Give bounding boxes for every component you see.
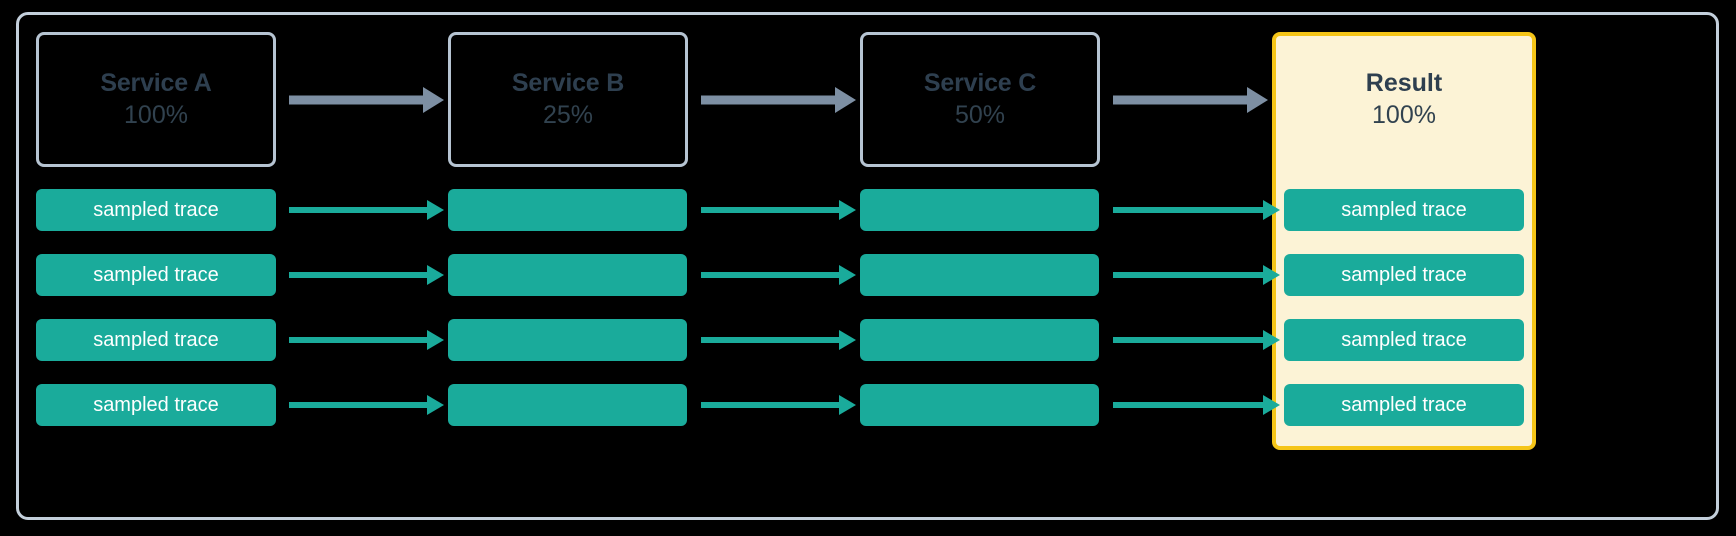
trace-bar-label: sampled trace: [93, 264, 219, 286]
arrow-head: [423, 87, 444, 113]
arrow-right-icon-row4-a-to-b: [289, 395, 444, 415]
trace-bar-row1-service-c[interactable]: [860, 189, 1099, 231]
arrow-head: [427, 395, 444, 415]
trace-bar-label: sampled trace: [1341, 394, 1467, 416]
stage-box-service-b[interactable]: Service B 25%: [448, 32, 688, 167]
outer-container-border: [16, 12, 1719, 520]
trace-bar-label: sampled trace: [1341, 329, 1467, 351]
trace-bar-row2-result[interactable]: sampled trace: [1284, 254, 1524, 296]
arrow-shaft: [1113, 402, 1263, 408]
result-title: Result: [1365, 69, 1443, 97]
arrow-shaft: [1113, 207, 1263, 213]
stage-box-service-a[interactable]: Service A 100%: [36, 32, 276, 167]
arrow-shaft: [701, 207, 839, 213]
arrow-shaft: [1113, 272, 1263, 278]
trace-bar-row4-service-c[interactable]: [860, 384, 1099, 426]
arrow-head: [1263, 395, 1280, 415]
arrow-right-icon-row1-b-to-c: [701, 200, 856, 220]
trace-bar-label: sampled trace: [93, 329, 219, 351]
trace-bar-label: sampled trace: [1341, 264, 1467, 286]
arrow-head: [427, 330, 444, 350]
arrow-shaft: [701, 272, 839, 278]
arrow-right-icon-row3-a-to-b: [289, 330, 444, 350]
arrow-shaft: [289, 402, 427, 408]
arrow-right-icon-row3-c-to-result: [1113, 330, 1280, 350]
arrow-right-icon-header-b-to-c: [701, 87, 856, 113]
trace-bar-row1-result[interactable]: sampled trace: [1284, 189, 1524, 231]
arrow-shaft: [701, 402, 839, 408]
result-percent: 100%: [1372, 100, 1436, 129]
trace-bar-row1-service-b[interactable]: [448, 189, 687, 231]
arrow-right-icon-row1-c-to-result: [1113, 200, 1280, 220]
arrow-shaft: [701, 337, 839, 343]
arrow-shaft: [289, 337, 427, 343]
trace-bar-row2-service-b[interactable]: [448, 254, 687, 296]
arrow-shaft: [1113, 337, 1263, 343]
arrow-head: [839, 395, 856, 415]
arrow-right-icon-header-c-to-result: [1113, 87, 1268, 113]
trace-bar-row3-service-c[interactable]: [860, 319, 1099, 361]
arrow-head: [835, 87, 856, 113]
trace-bar-row4-result[interactable]: sampled trace: [1284, 384, 1524, 426]
arrow-head: [839, 200, 856, 220]
stage-box-result[interactable]: Result 100%: [1272, 32, 1536, 167]
trace-bar-label: sampled trace: [93, 199, 219, 221]
service-b-title: Service B: [511, 69, 625, 97]
service-c-percent: 50%: [954, 100, 1006, 129]
service-c-title: Service C: [923, 69, 1037, 97]
arrow-head: [1263, 200, 1280, 220]
stage-box-service-c[interactable]: Service C 50%: [860, 32, 1100, 167]
trace-bar-row3-service-a[interactable]: sampled trace: [36, 319, 276, 361]
trace-bar-row3-service-b[interactable]: [448, 319, 687, 361]
arrow-shaft: [701, 95, 835, 105]
trace-bar-row1-service-a[interactable]: sampled trace: [36, 189, 276, 231]
arrow-head: [427, 200, 444, 220]
arrow-shaft: [289, 95, 423, 105]
trace-bar-row3-result[interactable]: sampled trace: [1284, 319, 1524, 361]
arrow-right-icon-row1-a-to-b: [289, 200, 444, 220]
arrow-shaft: [1113, 95, 1247, 105]
arrow-right-icon-row2-c-to-result: [1113, 265, 1280, 285]
trace-bar-row4-service-a[interactable]: sampled trace: [36, 384, 276, 426]
arrow-right-icon-row2-a-to-b: [289, 265, 444, 285]
arrow-shaft: [289, 272, 427, 278]
arrow-right-icon-row2-b-to-c: [701, 265, 856, 285]
arrow-shaft: [289, 207, 427, 213]
arrow-head: [427, 265, 444, 285]
result-highlight-panel: [1272, 32, 1536, 450]
arrow-head: [839, 265, 856, 285]
arrow-head: [839, 330, 856, 350]
arrow-head: [1263, 330, 1280, 350]
service-a-percent: 100%: [124, 100, 188, 129]
arrow-right-icon-row4-b-to-c: [701, 395, 856, 415]
trace-bar-row2-service-a[interactable]: sampled trace: [36, 254, 276, 296]
arrow-head: [1263, 265, 1280, 285]
arrow-head: [1247, 87, 1268, 113]
arrow-right-icon-row4-c-to-result: [1113, 395, 1280, 415]
trace-bar-row2-service-c[interactable]: [860, 254, 1099, 296]
trace-bar-label: sampled trace: [93, 394, 219, 416]
service-b-percent: 25%: [542, 100, 594, 129]
trace-bar-row4-service-b[interactable]: [448, 384, 687, 426]
service-a-title: Service A: [100, 69, 212, 97]
trace-bar-label: sampled trace: [1341, 199, 1467, 221]
arrow-right-icon-row3-b-to-c: [701, 330, 856, 350]
arrow-right-icon-header-a-to-b: [289, 87, 444, 113]
